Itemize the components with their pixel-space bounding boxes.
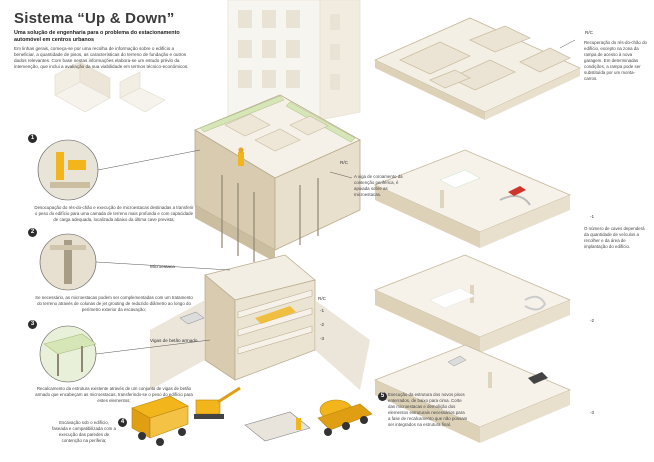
floor-rc-plan xyxy=(374,17,581,120)
level-marker-1: -1 xyxy=(320,308,325,313)
car-icon xyxy=(179,311,205,325)
label-microestaca: Microestaca xyxy=(150,264,175,269)
rebar-cage-icon xyxy=(244,411,311,442)
existing-building xyxy=(227,0,361,121)
floor-level-minus2 xyxy=(373,254,572,353)
step-number-4: 4 xyxy=(118,418,127,427)
detail-circle-1 xyxy=(37,139,99,201)
label-rc-right: R/C xyxy=(585,30,593,35)
rc-recovery-text: Recuperação do rés-do-chão do edifício, … xyxy=(584,40,647,81)
level-marker-2: -2 xyxy=(320,322,325,327)
floor-level-minus1 xyxy=(373,149,572,248)
stage3-excavation-cutaway xyxy=(150,254,370,390)
step-number-2: 2 xyxy=(28,228,37,237)
stage1-building-cutaway xyxy=(194,94,361,262)
step-number-1: 1 xyxy=(28,134,37,143)
detail-circle-2 xyxy=(39,233,97,291)
step-number-5: 5 xyxy=(378,392,387,401)
page-subtitle: Uma solução de engenharia para o problem… xyxy=(14,30,180,44)
step-number-3: 3 xyxy=(28,320,37,329)
intro-paragraph: Em linhas gerais, começa-se por uma reco… xyxy=(14,46,189,70)
step-caption-5: Execução da estrutura dos novos pisos en… xyxy=(388,392,468,427)
dump-truck-icon xyxy=(131,395,189,446)
page-title: Sistema “Up & Down” xyxy=(14,10,175,27)
label-level-minus2: -2 xyxy=(590,318,595,323)
level-marker-3: -3 xyxy=(320,336,325,341)
floor-level-minus3 xyxy=(373,344,572,443)
level-marker-rc: R/C xyxy=(318,296,326,301)
step-caption-1: Desocupação do rés-do-chão e execução de… xyxy=(34,205,194,222)
label-level-minus3: -3 xyxy=(590,410,595,415)
label-level-minus1: -1 xyxy=(590,214,595,219)
step-caption-3: Recalcamento da estrutura existente atra… xyxy=(35,386,193,403)
label-vigas-betao: Vigas de betão armado xyxy=(150,338,198,343)
label-viga-coroamento: A viga de coroamento da contenção perifé… xyxy=(354,174,403,197)
excavator-icon xyxy=(194,386,241,419)
step-caption-4: Escavação sob o edifício, faseada e comp… xyxy=(52,420,116,443)
label-rc-stage1: R/C xyxy=(340,160,348,165)
step-caption-2: Se necessário, as microestacas podem ser… xyxy=(35,295,193,312)
caves-text: O número de caves dependerá da quantidad… xyxy=(584,226,645,249)
building-thumbnails xyxy=(54,61,166,113)
concrete-mixer-truck-icon xyxy=(317,399,373,436)
detail-circle-3 xyxy=(39,325,97,383)
